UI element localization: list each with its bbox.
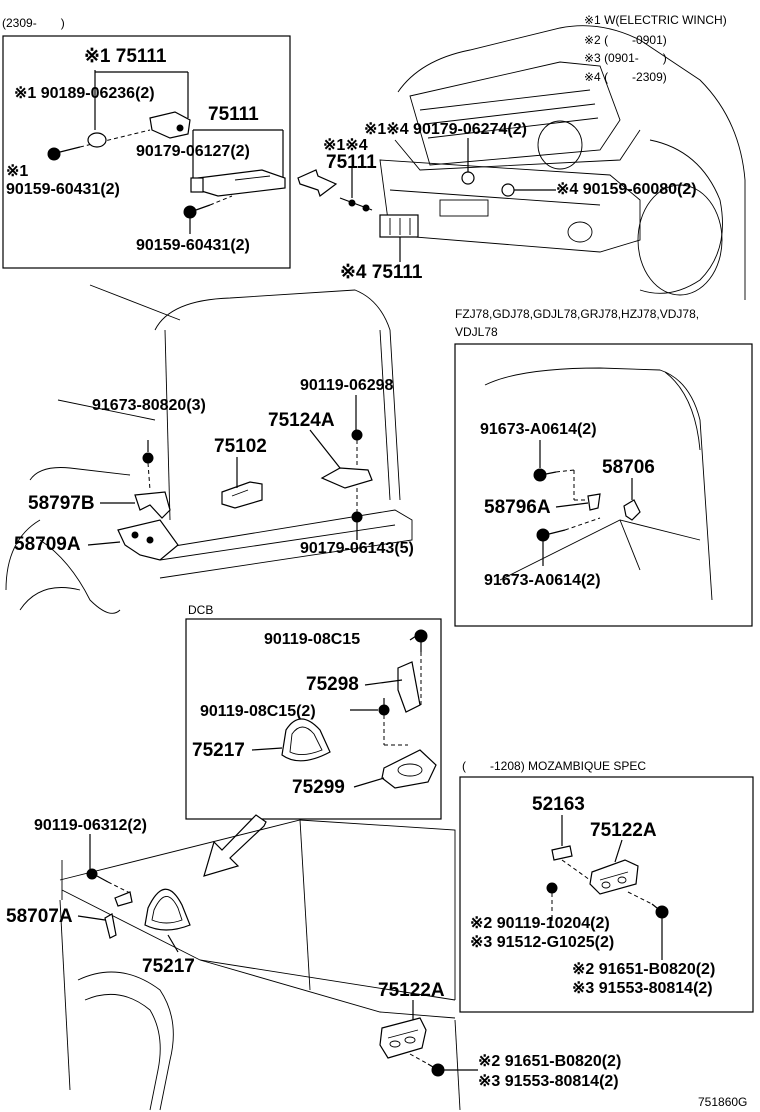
bolt-icon [461, 171, 475, 185]
bracket-icon [149, 111, 191, 139]
part-label: ※1 90189-06236(2) [14, 85, 155, 102]
bolt-icon [536, 528, 566, 542]
part-label: ※3 91512-G1025(2) [470, 934, 614, 951]
bolt-icon [427, 1063, 445, 1077]
part-label: ※3 91553-80814(2) [478, 1073, 619, 1090]
bolt-icon [414, 629, 428, 652]
arrow-icon [297, 169, 338, 197]
part-label: 75298 [306, 674, 359, 695]
part-label: 75122A [378, 980, 445, 1001]
part-label: 58796A [484, 497, 551, 518]
reinforcement-icon [320, 467, 373, 489]
bolt-icon [86, 868, 109, 883]
stud-bolt-icon [339, 197, 373, 212]
clip-icon [87, 132, 107, 148]
part-label: 90159-60431(2) [6, 181, 120, 198]
cover-plate-icon [190, 169, 286, 197]
license-plate-bracket-icon [379, 214, 419, 238]
bolt-icon [651, 903, 669, 919]
truck-bed-illustration: 90119-06312(2) 58707A 75217 75122A ※2 91… [6, 814, 621, 1111]
base-plate-icon [381, 749, 437, 789]
part-label: 90119-08C15(2) [200, 703, 316, 720]
part-label: 75217 [142, 956, 195, 977]
tie-down-plate-icon [589, 859, 639, 895]
part-label: ※1 [6, 163, 28, 180]
bracket-icon [104, 913, 117, 939]
bolt-icon [546, 882, 558, 894]
mozambique-detail-box: ( -1208) MOZAMBIQUE SPEC 52163 75122A ※2… [459, 759, 754, 1013]
box-frame [459, 776, 754, 1013]
part-label: 75217 [192, 740, 245, 761]
part-label: ※2 91651-B0820(2) [572, 961, 715, 978]
striker-icon [623, 499, 641, 521]
bolt-icon [47, 146, 81, 161]
bracket-icon [134, 491, 171, 519]
bolt-icon [378, 698, 390, 716]
bolt-icon [142, 440, 154, 464]
part-label: 91673-A0614(2) [480, 421, 597, 438]
box-frame [185, 618, 442, 820]
dcb-detail-box: DCB 90119-08C15 75298 90119-08C15(2) 752… [185, 603, 442, 820]
part-label: ※2 90119-10204(2) [470, 915, 610, 932]
box-frame [2, 35, 291, 269]
box-frame [454, 343, 753, 627]
part-label: ※4 75111 [340, 262, 423, 283]
box-title: FZJ78,GDJ78,GDJL78,GRJ78,HZJ78,VDJ78, [455, 307, 699, 321]
part-label: ※1※4 [323, 137, 368, 154]
bolt-icon [533, 468, 557, 482]
rear-side-illustration: 91673-80820(3) 90119-06298 75124A 75102 … [5, 284, 414, 614]
bolt-icon [351, 511, 363, 523]
clip-icon [114, 891, 133, 907]
part-label: ※4 90159-60080(2) [556, 181, 697, 198]
part-label: 90119-08C15 [264, 631, 360, 648]
grip-handle-icon [281, 718, 331, 762]
part-label: 75111 [208, 104, 259, 125]
legend: ※1 W(ELECTRIC WINCH) ※2 ( -0901) ※3 (090… [584, 13, 727, 84]
range-label-top-left: (2309- ) [2, 16, 65, 30]
part-label: 75111 [326, 152, 377, 173]
box-title: ( -1208) MOZAMBIQUE SPEC [462, 759, 646, 773]
part-label: 75122A [590, 820, 657, 841]
part-label: 58797B [28, 493, 95, 514]
part-label: 90179-06127(2) [136, 143, 250, 160]
part-label: 58706 [602, 457, 655, 478]
front-bumper-illustration: ※1※4 75111 ※1※4 90179-06274(2) ※4 90159-… [297, 25, 746, 300]
part-label: ※1※4 90179-06274(2) [364, 121, 527, 138]
clip-icon [587, 493, 601, 511]
part-label: 90119-06298 [300, 377, 394, 394]
bolt-icon [183, 204, 211, 219]
tie-down-plate-icon [379, 1017, 427, 1059]
plate-icon [221, 481, 263, 509]
part-label: 52163 [532, 794, 585, 815]
part-label: 90119-06312(2) [34, 817, 147, 834]
fzj78-detail-box: FZJ78,GDJ78,GDJL78,GRJ78,HZJ78,VDJ78, VD… [454, 307, 753, 627]
part-label: 75102 [214, 436, 267, 457]
part-label: 75124A [268, 410, 335, 431]
grip-handle-icon [144, 888, 191, 931]
part-label: 75299 [292, 777, 345, 798]
spacer-icon [551, 845, 573, 861]
part-label: 90159-60431(2) [136, 237, 250, 254]
legend-item: ※3 (0901- ) [584, 51, 667, 65]
part-label: ※2 91651-B0820(2) [478, 1053, 621, 1070]
part-label: 58707A [6, 906, 73, 927]
arrow-icon [203, 814, 267, 877]
diagram-code: 751860G [698, 1095, 747, 1109]
legend-item: ※4 ( -2309) [584, 70, 667, 84]
part-label: ※1 75111 [84, 46, 167, 67]
legend-item: ※2 ( -0901) [584, 33, 667, 47]
bolt-icon [501, 183, 515, 197]
part-label: 91673-80820(3) [92, 397, 206, 414]
legend-item: ※1 W(ELECTRIC WINCH) [584, 13, 727, 27]
part-label: ※3 91553-80814(2) [572, 980, 713, 997]
box-title: DCB [188, 603, 213, 617]
winch-detail-box: ※1 75111 ※1 90189-06236(2) 75111 90179-0… [2, 35, 291, 269]
part-label: 58709A [14, 534, 81, 555]
part-label: 91673-A0614(2) [484, 572, 601, 589]
bolt-icon [351, 429, 363, 441]
bracket-icon [397, 661, 421, 713]
part-label: 90179-06143(5) [300, 540, 414, 557]
box-title: VDJL78 [455, 325, 498, 339]
